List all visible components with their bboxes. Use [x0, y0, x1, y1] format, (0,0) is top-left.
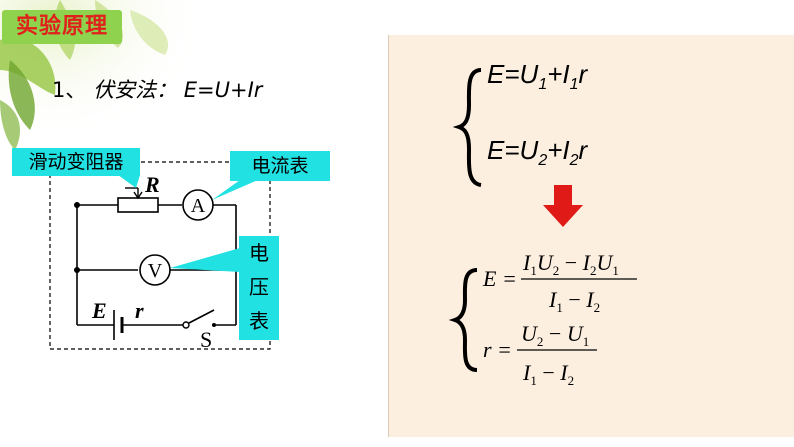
voltmeter-char-2: 压	[249, 275, 269, 299]
voltmeter-char-1: 电	[249, 241, 269, 265]
page-title: 实验原理	[15, 14, 108, 39]
method-heading: 1、 伏安法： E=U+Ir	[52, 74, 262, 104]
resistor-symbol	[117, 197, 159, 213]
ammeter-pointer	[212, 180, 258, 200]
down-arrow-icon	[543, 185, 583, 227]
internal-r-label: r	[135, 298, 144, 323]
voltmeter-pointer	[170, 248, 240, 272]
ammeter-callout: 电流表	[230, 151, 330, 181]
method-number: 1、	[52, 78, 87, 102]
equation-panel: E=U1+I1r E=U2+I2r E = I1U2 − I2U1 I1 − I…	[388, 35, 794, 437]
switch-label: S	[200, 327, 212, 352]
rheostat-callout: 滑动变阻器	[12, 148, 140, 176]
e-numerator: I1U2 − I2U1	[522, 250, 619, 278]
voltmeter-callout: 电 压 表	[239, 236, 279, 340]
equation-2: E=U2+I2r	[487, 135, 589, 169]
equation-svg: E=U1+I1r E=U2+I2r E = I1U2 − I2U1 I1 − I…	[448, 59, 637, 388]
resistor-label: R	[144, 172, 160, 197]
r-denominator: I1 − I2	[522, 360, 574, 388]
switch-lever	[188, 309, 215, 324]
rheostat-pointer	[118, 175, 140, 188]
voltmeter-letter: V	[148, 260, 163, 282]
emf-label: E	[91, 298, 107, 323]
equation-1: E=U1+I1r	[487, 59, 589, 93]
e-denominator: I1 − I2	[548, 287, 600, 315]
e-lhs: E =	[482, 266, 517, 291]
circuit-diagram: R A V E r S	[49, 161, 271, 352]
method-formula: E=U+Ir	[183, 78, 263, 102]
r-numerator: U2 − U1	[521, 321, 589, 349]
title-background	[2, 10, 122, 44]
voltmeter-char-3: 表	[249, 309, 269, 333]
r-lhs: r =	[483, 337, 512, 362]
solution-brace	[448, 268, 478, 372]
system-brace	[452, 68, 482, 187]
ammeter-letter: A	[191, 195, 206, 217]
method-label: 伏安法：	[93, 78, 178, 102]
